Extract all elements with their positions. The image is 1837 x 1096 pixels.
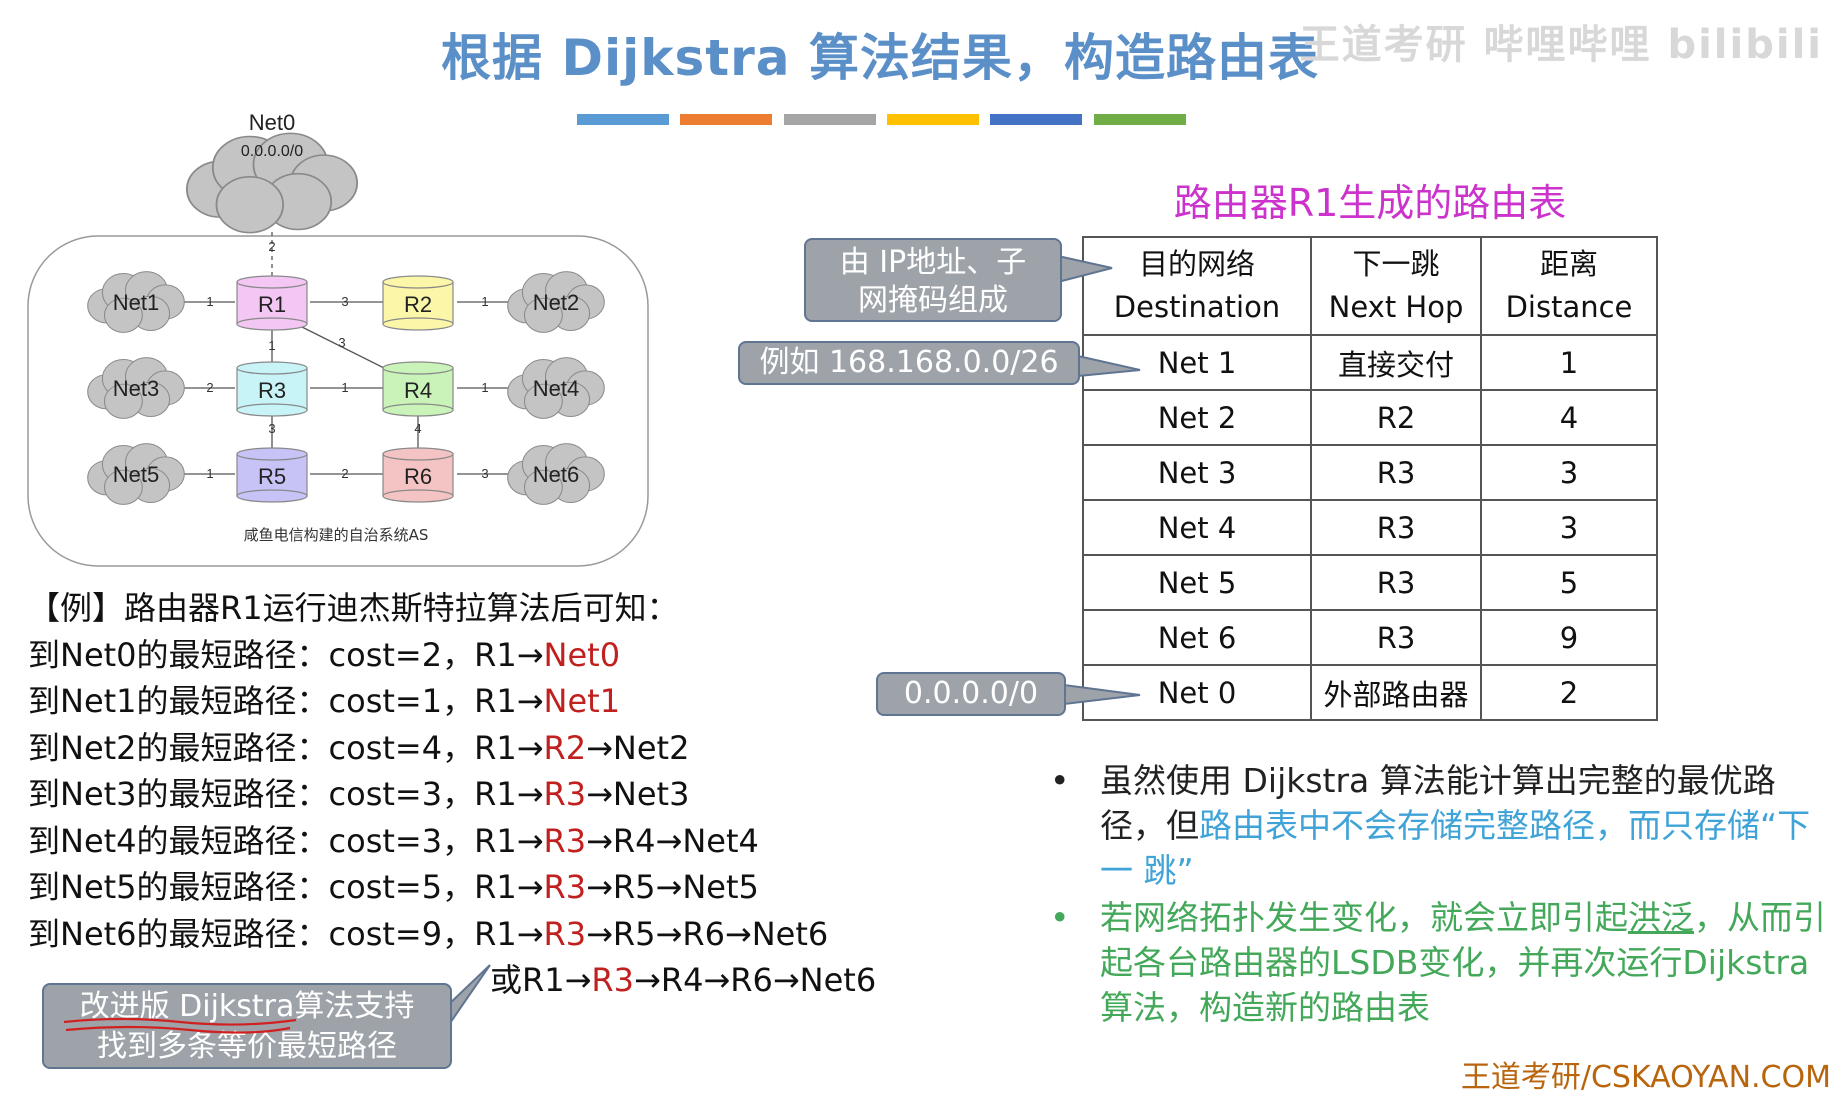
callout-improved-dijkstra: 改进版 Dijkstra算法支持 找到多条等价最短路径 [42,983,452,1069]
net1-label: Net1 [113,290,159,315]
net5-label: Net5 [113,462,159,487]
net0-address: 0.0.0.0/0 [241,143,303,160]
net0-label: Net0 [249,110,295,135]
accent-bar [990,114,1082,125]
path-line: 到Net2的最短路径：cost=4，R1→R2→Net2 [28,728,690,767]
edge-cost-r4-r6: 4 [414,421,421,436]
bullet-item: •若网络拓扑发生变化，就会立即引起洪泛，从而引起各台路由器的LSDB变化，并再次… [1050,898,1826,1027]
router-r5-label: R5 [258,464,286,489]
router-r3-icon [236,361,308,417]
as-label: 咸鱼电信构建的自治系统AS [244,526,429,544]
edge-cost-r2-net2: 1 [481,294,488,309]
edge-cost-r1-net0: 2 [268,239,275,254]
edge-cost-r1-r2: 3 [341,294,348,309]
notes-bullets: •虽然使用 Dijkstra 算法能计算出完整的最优路径，但路由表中不会存储完整… [1046,758,1826,1030]
path-line: 到Net4的最短路径：cost=3，R1→R3→R4→Net4 [28,821,759,860]
as-boundary [27,235,649,567]
path-line: 到Net0的最短路径：cost=2，R1→Net0 [28,635,621,674]
router-r2-icon [382,275,454,331]
net2-label: Net2 [533,290,579,315]
edge-cost-r4-net4: 1 [481,380,488,395]
router-r6-label: R6 [404,464,432,489]
network-topology-diagram: 2 1 3 1 3 1 2 1 1 3 4 1 2 3 Net0 0.0.0.0… [27,110,649,567]
edge-cost-r6-net6: 3 [481,466,488,481]
accent-bar [1094,114,1186,125]
router-r5-icon [236,447,308,503]
accent-bar [887,114,979,125]
net3-label: Net3 [113,376,159,401]
net6-label: Net6 [533,462,579,487]
footer-brand: 王道考研/CSKAOYAN.COM [1460,1060,1831,1095]
router-r3-label: R3 [258,378,286,403]
routing-table-title: 路由器R1生成的路由表 [1173,181,1567,225]
edge-cost-net5-r5: 1 [206,466,213,481]
router-r2-label: R2 [404,292,432,317]
accent-bar [784,114,876,125]
example-section: 【例】路由器R1运行迪杰斯特拉算法后可知： 到Net0的最短路径：cost=2，… [28,585,876,1004]
accent-bar [577,114,669,125]
path-line: 到Net3的最短路径：cost=3，R1→R3→Net3 [28,775,690,813]
bilibili-watermark: 王道考研 哔哩哔哩 bilibili [1299,22,1823,68]
edge-cost-r1-r3: 1 [268,338,275,353]
example-heading: 【例】路由器R1运行迪杰斯特拉算法后可知： [28,589,679,627]
bullet-item: •虽然使用 Dijkstra 算法能计算出完整的最优路径，但路由表中不会存储完整… [1050,761,1811,890]
path-line: 到Net5的最短路径：cost=5，R1→R3→R5→Net5 [28,868,759,906]
edge-cost-net3-r3: 2 [206,380,213,395]
callout-ip-mask: 由 IP地址、子 网掩码组成 [804,238,1062,322]
callout-default-route: 0.0.0.0/0 [876,672,1066,716]
edge-cost-r3-r5: 3 [268,421,275,436]
accent-bar [680,114,772,125]
edge-cost-r3-r4: 1 [341,380,348,395]
path-line: 到Net1的最短路径：cost=1，R1→Net1 [28,682,621,720]
page-title: 根据 Dijkstra 算法结果，构造路由表 [441,29,1319,87]
router-r4-icon [382,361,454,417]
handwritten-underline [63,1017,297,1034]
alternate-path-line: 或R1→R3→R4→R6→Net6 [490,961,877,999]
router-r4-label: R4 [404,378,432,403]
router-r1-label: R1 [258,292,286,317]
net4-label: Net4 [533,376,579,401]
callout-example-ip: 例如 168.168.0.0/26 [738,341,1080,385]
edge-cost-r5-r6: 2 [341,466,348,481]
edge-cost-net1-r1: 1 [206,294,213,309]
path-line: 到Net6的最短路径：cost=9，R1→R3→R5→R6→Net6 [28,914,829,953]
router-r6-icon [382,447,454,503]
edge-cost-r1-r4: 3 [338,335,345,350]
router-r1-icon [236,275,308,331]
